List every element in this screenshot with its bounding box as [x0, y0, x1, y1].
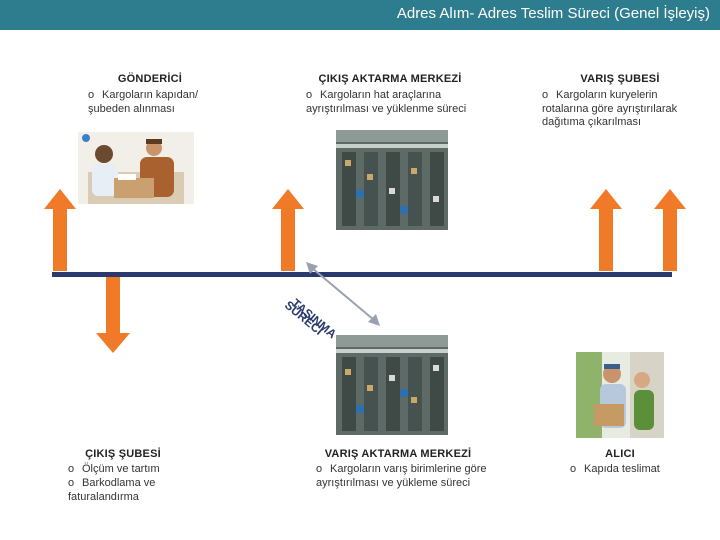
- bullet-text: Kargoların hat araçlarına ayrıştırılması…: [306, 89, 467, 115]
- bullet-receiver: o Kapıda teslimat: [570, 463, 690, 477]
- warehouse-photo-top: [336, 130, 448, 230]
- stage-title-origin-hub: ÇIKIŞ AKTARMA MERKEZİ: [318, 73, 462, 85]
- courier-customer-photo: [78, 132, 194, 204]
- stage-title-receiver: ALICI: [605, 448, 635, 460]
- stage-title-destination-branch: VARIŞ ŞUBESİ: [580, 73, 660, 85]
- page-title: Adres Alım- Adres Teslim Süreci (Genel İ…: [396, 5, 710, 22]
- stage-title-destination-hub: VARIŞ AKTARMA MERKEZİ: [324, 448, 472, 460]
- stage-title-sender: GÖNDERİCİ: [117, 73, 183, 85]
- delivery-door-photo: [576, 352, 664, 438]
- stage-title-origin-branch: ÇIKIŞ ŞUBESİ: [85, 448, 161, 460]
- bullet-mark: o: [542, 89, 549, 101]
- bullet-mark: o: [88, 89, 95, 101]
- bullet-text: Kargoların kuryelerin rotalarına göre ay…: [542, 89, 678, 128]
- bullet-text: Ölçüm ve tartım: [82, 463, 160, 475]
- bullet-text: Kargoların kapıdan/şubeden alınması: [88, 89, 199, 115]
- bullet-origin-branch-1: o Ölçüm ve tartım: [68, 463, 198, 477]
- up-arrow-icon-3: [590, 189, 622, 271]
- bullet-mark: o: [570, 463, 577, 475]
- timeline-line: [52, 272, 672, 277]
- bullet-text: Barkodlama ve faturalandırma: [68, 477, 156, 503]
- down-arrow-icon: [96, 277, 130, 353]
- title-bar: Adres Alım- Adres Teslim Süreci (Genel İ…: [0, 0, 720, 30]
- bullet-text: Kapıda teslimat: [584, 463, 660, 475]
- up-arrow-icon-4: [654, 189, 686, 271]
- bullet-mark: o: [306, 89, 313, 101]
- transport-double-arrow-icon: [306, 262, 380, 326]
- bullet-text: Kargoların varış birimlerine göre ayrışt…: [316, 463, 487, 489]
- bullet-mark: o: [316, 463, 323, 475]
- up-arrow-icon-1: [44, 189, 76, 271]
- up-arrow-icon-2: [272, 189, 304, 271]
- bullet-mark: o: [68, 463, 75, 475]
- warehouse-photo-bottom: [336, 335, 448, 435]
- bullet-mark: o: [68, 477, 75, 489]
